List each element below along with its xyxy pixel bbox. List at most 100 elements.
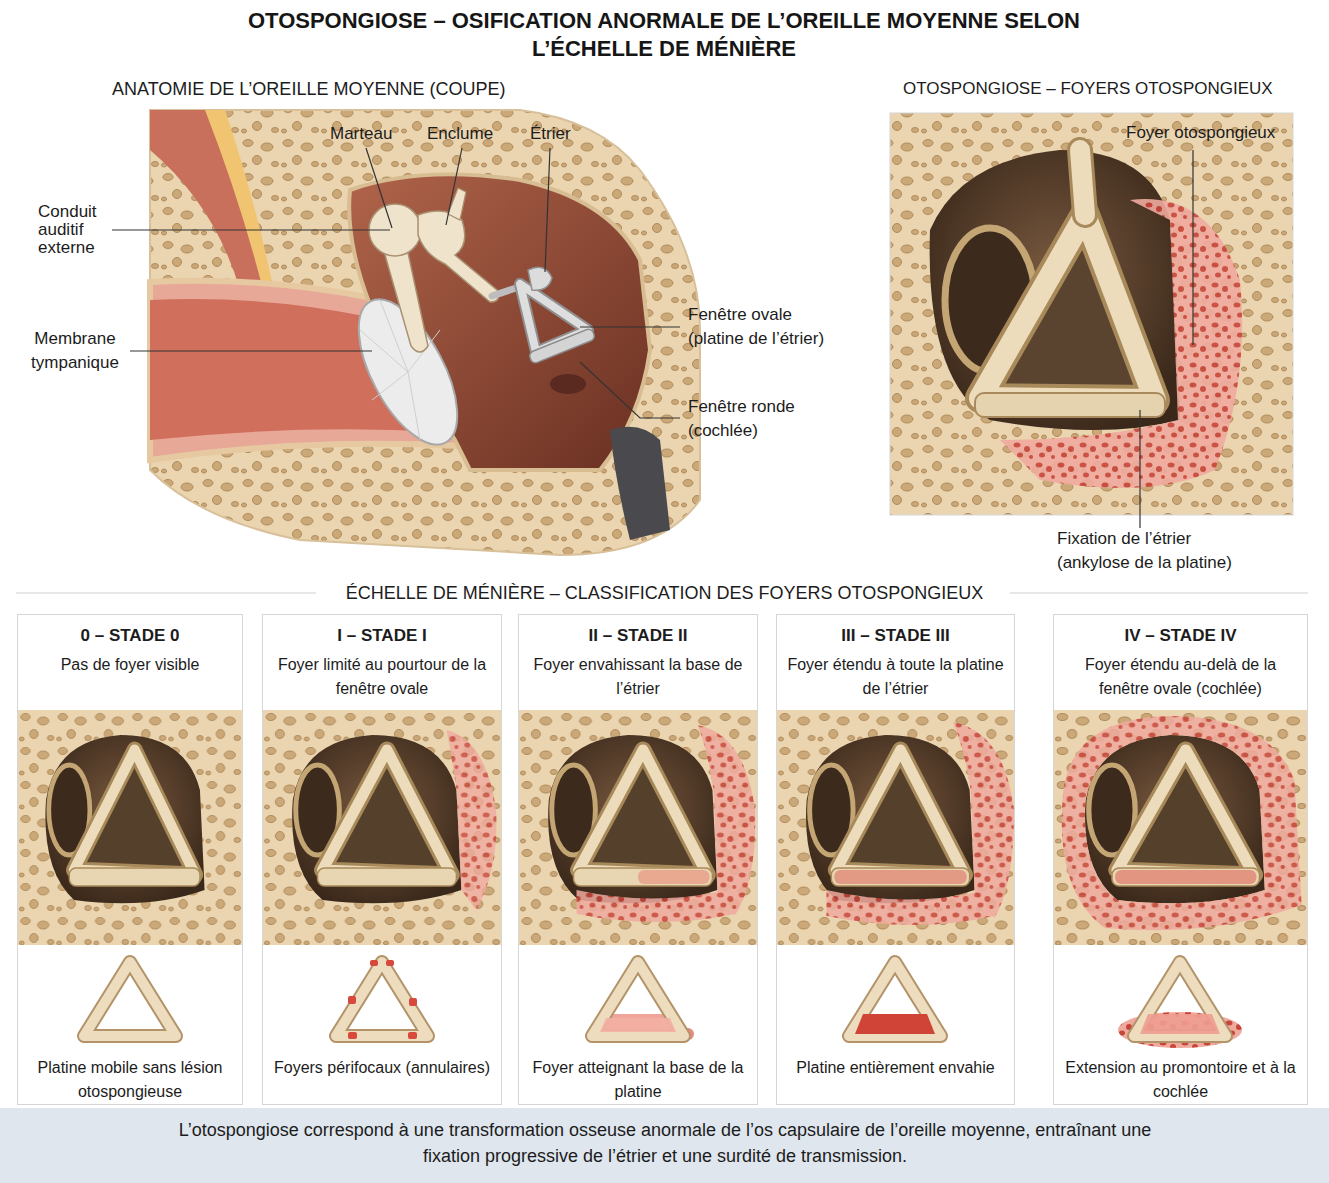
ear-anatomy: [520, 284, 588, 352]
footplate-icon: [1134, 962, 1226, 1036]
stage-scene: [777, 710, 1014, 945]
part-label: Enclume: [427, 124, 493, 144]
ear-anatomy: [349, 174, 650, 470]
stage-scene: [263, 710, 501, 945]
ear-anatomy: [150, 110, 700, 555]
section-rule: [16, 592, 316, 593]
leader-line: [580, 326, 680, 327]
footplate-icon: [84, 962, 176, 1036]
ear-anatomy: [150, 110, 262, 290]
ear-anatomy: [205, 110, 272, 286]
stage-scene: [777, 710, 1014, 945]
leader-line: [1140, 150, 1193, 528]
footplate-icon: [594, 1014, 682, 1036]
stage-description: Foyer étendu à toute la platine de l’étr…: [783, 653, 1008, 701]
footplate-icon: [336, 960, 428, 1039]
footplate-icon: [84, 962, 176, 1036]
otospongiosis-focus: [945, 228, 1035, 372]
otospongiosis-focus: [980, 215, 1155, 400]
ear-anatomy: [448, 188, 466, 220]
leader-line: [1192, 150, 1193, 345]
otospongiosis-focus: [980, 215, 1155, 400]
part-label: Étrier: [530, 124, 571, 144]
stage-heading: III – STADE III: [783, 625, 1008, 647]
footplate-icon: [1140, 1014, 1220, 1034]
footplate-icon: [600, 1018, 676, 1032]
ear-anatomy: [339, 284, 478, 459]
footplate-icon: [409, 998, 417, 1006]
ear-anatomy: [150, 281, 462, 460]
part-label: Marteau: [330, 124, 392, 144]
stage-heading: II – STADE II: [525, 625, 751, 647]
ear-anatomy: [150, 299, 440, 440]
stage-scene: [1062, 716, 1302, 930]
otospongiosis-focus: [1080, 150, 1085, 215]
footplate-icon: [386, 960, 394, 966]
otospongiosis-focus: [890, 113, 1293, 515]
stage-description: Pas de foyer visible: [24, 653, 236, 677]
stage-scene: [519, 710, 757, 945]
section-rule: [16, 592, 1308, 593]
stage-scene: [263, 710, 501, 945]
section-heading: ÉCHELLE DE MÉNIÈRE – CLASSIFICATION DES …: [0, 582, 1329, 604]
caption-band: [0, 1108, 1329, 1183]
stage-scene: [447, 730, 497, 910]
leader-line: [112, 148, 680, 418]
footplate-icon: [336, 962, 428, 1036]
otospongiosis-focus: [890, 113, 1293, 515]
stage-scene: [519, 710, 757, 945]
stage-note: Foyer atteignant la base de la platine: [525, 1056, 751, 1104]
stage-scene: [577, 890, 736, 922]
stage-heading: IV – STADE IV: [1060, 625, 1301, 647]
panel-frame: [890, 113, 1293, 515]
footplate-icon: [348, 996, 356, 1004]
ear-anatomy: [520, 284, 588, 352]
stage-card: I – STADE IFoyer limité au pourtour de l…: [262, 614, 502, 1105]
footplate-icon: [408, 1032, 417, 1039]
stage-card: IV – STADE IVFoyer étendu au-delà de la …: [1053, 614, 1308, 1105]
diagram-title: OTOSPONGIOSE – OSIFICATION ANORMALE DE L…: [214, 7, 1114, 63]
otospongiosis-focus: [930, 150, 1180, 430]
ear-anatomy: [550, 374, 586, 394]
stage-card: 0 – STADE 0 Pas de foyer visiblePlatine m…: [17, 614, 243, 1105]
stage-scene: [1054, 710, 1307, 945]
leader-line: [130, 350, 372, 351]
section-rule: [1010, 592, 1308, 593]
stage-scene: [1054, 710, 1307, 945]
leader-line: [580, 362, 680, 418]
stage-heading: 0 – STADE 0: [24, 625, 236, 647]
leader-line: [112, 229, 390, 230]
stage-scene: [519, 710, 757, 945]
footplate-icon: [592, 962, 694, 1040]
stage-scene: [826, 890, 994, 925]
stage-note: Platine mobile sans lésion otospongieuse: [24, 1056, 236, 1104]
footplate-icon: [348, 960, 417, 1039]
ear-anatomy: [528, 328, 596, 365]
footplate-icon: [682, 1028, 694, 1040]
otospongiosis-focus: [1000, 199, 1242, 488]
part-label: Fenêtre ronde (cochlée): [688, 395, 818, 443]
stage-scene: [953, 722, 1014, 918]
stage-scene: [18, 710, 242, 945]
footplate-icon: [1118, 962, 1242, 1048]
stage-scene: [1054, 710, 1307, 945]
stage-note: Extension au promontoire et à la cochlée: [1060, 1056, 1301, 1104]
panel-heading: OTOSPONGIOSE – FOYERS OTOSPONGIEUX: [903, 78, 1273, 100]
stage-note: Platine entièrement envahie: [783, 1056, 1008, 1080]
ear-anatomy: [150, 110, 700, 555]
otospongiosis-focus: [975, 393, 1165, 417]
panel-heading: ANATOMIE DE L’OREILLE MOYENNE (COUPE): [112, 78, 505, 100]
stage-heading: I – STADE I: [269, 625, 495, 647]
footplate-icon: [370, 960, 378, 966]
footplate-icon: [592, 962, 684, 1036]
stage-card: III – STADE III Foyer étendu à toute la p…: [776, 614, 1015, 1105]
stage-scene: [777, 710, 1014, 945]
leader-line: [366, 148, 392, 228]
part-label: Conduit auditif externe: [38, 203, 118, 257]
ear-anatomy: [610, 427, 670, 540]
stage-scene: [638, 870, 709, 884]
stage-description: Foyer envahissant la base de l’étrier: [525, 653, 751, 701]
ear-anatomy: [360, 300, 440, 440]
ear-anatomy: [369, 204, 421, 256]
